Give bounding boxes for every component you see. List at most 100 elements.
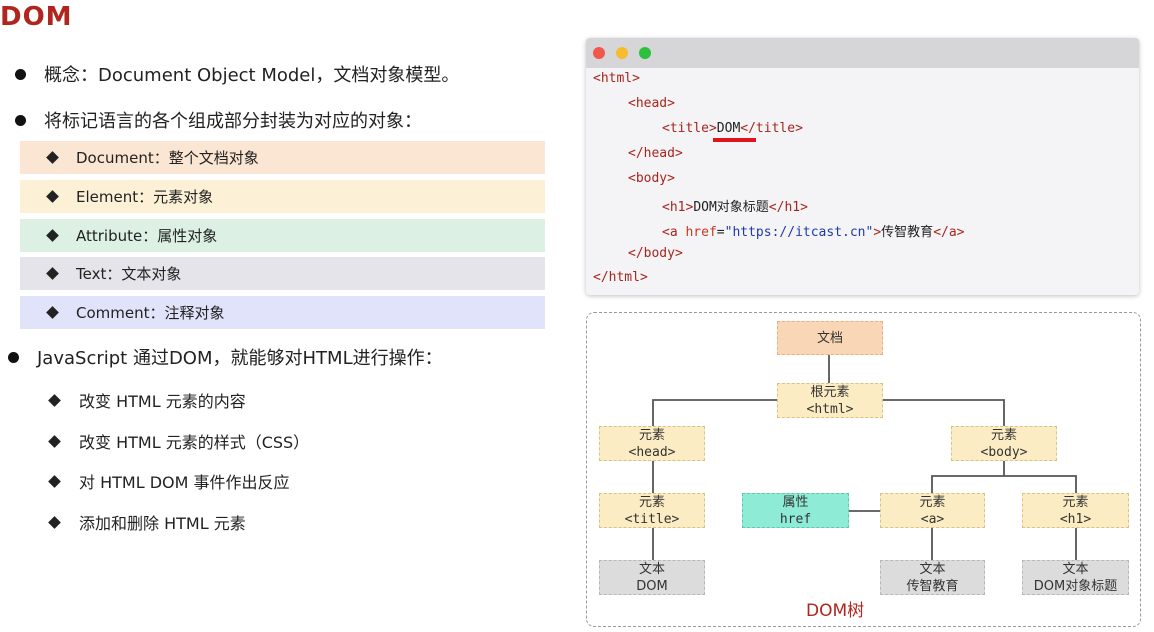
category-label: Comment：注释对象: [76, 304, 225, 322]
node-head: 元素 <head>: [599, 426, 705, 461]
code-line-head-open: <head>: [628, 96, 675, 111]
code-line-title: <title>DOM</title>: [662, 121, 803, 136]
node-text-dom: 文本 DOM: [599, 560, 705, 595]
code-tag: </title>: [740, 121, 803, 136]
node-label: 元素: [919, 494, 946, 510]
connector-body-children: [931, 475, 1077, 493]
code-attr: href: [685, 225, 717, 240]
node-tag: <head>: [628, 444, 676, 460]
operation-label: 改变 HTML 元素的样式（CSS）: [79, 433, 310, 452]
node-document: 文档: [777, 321, 883, 355]
code-a-text: 传智教育: [881, 225, 934, 240]
code-tag: <a: [662, 225, 686, 240]
maximize-dot-icon: [639, 47, 651, 59]
node-text-value: 传智教育: [906, 578, 959, 594]
minimize-dot-icon: [616, 47, 628, 59]
node-label: 元素: [1062, 494, 1089, 510]
bullet-dot-icon: [15, 68, 26, 80]
code-line-html-close: </html>: [593, 270, 648, 285]
category-label: Text：文本对象: [76, 265, 182, 283]
tree-caption: DOM树: [806, 601, 865, 621]
code-line-html-open: <html>: [593, 71, 640, 86]
code-tag: <h1>: [662, 200, 694, 215]
code-tag: <title>: [662, 121, 717, 136]
node-label: 文本: [919, 561, 946, 577]
bullet-dot-icon: [15, 114, 26, 126]
operation-label: 对 HTML DOM 事件作出反应: [79, 473, 290, 492]
node-text-value: DOM: [636, 578, 668, 594]
node-text-h1: 文本 DOM对象标题: [1022, 560, 1129, 595]
category-element: Element：元素对象: [20, 180, 545, 213]
close-dot-icon: [593, 47, 605, 59]
node-attribute-href: 属性 href: [742, 493, 849, 528]
node-label: 元素: [638, 494, 665, 510]
bullet-encapsulate: 将标记语言的各个组成部分封装为对应的对象：: [15, 107, 422, 133]
code-tag: </head>: [628, 146, 683, 161]
node-label: 文本: [638, 561, 665, 577]
code-tag: >: [873, 225, 882, 240]
code-tag: </body>: [628, 246, 683, 261]
category-label: Element：元素对象: [76, 188, 214, 206]
bullet-concept: 概念：Document Object Model，文档对象模型。: [15, 61, 459, 87]
code-tag: <html>: [593, 71, 640, 86]
bullet-javascript-text: JavaScript 通过DOM，就能够对HTML进行操作：: [37, 348, 443, 369]
node-root-html: 根元素 <html>: [777, 383, 883, 418]
node-label: 根元素: [810, 384, 850, 400]
node-body: 元素 <body>: [951, 426, 1057, 461]
node-text-a: 文本 传智教育: [880, 560, 985, 595]
code-title-text: DOM: [716, 121, 741, 136]
code-line-body-close: </body>: [628, 246, 683, 261]
node-tag: <html>: [806, 401, 854, 417]
code-line-head-close: </head>: [628, 146, 683, 161]
node-a: 元素 <a>: [880, 493, 985, 528]
page-title: DOM: [0, 2, 73, 32]
node-text-value: DOM对象标题: [1033, 578, 1118, 594]
code-eq: =: [716, 225, 725, 240]
code-tag: </h1>: [768, 200, 808, 215]
node-h1: 元素 <h1>: [1022, 493, 1129, 528]
category-attribute: Attribute：属性对象: [20, 219, 545, 252]
operation-item: 添加和删除 HTML 元素: [46, 510, 246, 534]
bullet-javascript: JavaScript 通过DOM，就能够对HTML进行操作：: [8, 344, 443, 370]
operation-label: 添加和删除 HTML 元素: [79, 514, 246, 533]
node-label: 文本: [1062, 561, 1089, 577]
category-label: Attribute：属性对象: [76, 227, 218, 245]
node-label: 元素: [990, 427, 1017, 443]
code-tag: <head>: [628, 96, 675, 111]
code-string: "https://itcast.cn": [724, 225, 874, 240]
title-underline-highlight: [713, 138, 756, 142]
node-label: 属性: [782, 494, 809, 510]
category-text: Text：文本对象: [20, 257, 545, 290]
node-tag: <title>: [624, 511, 680, 527]
code-window: <html> <head> <title>DOM</title> </head>…: [586, 38, 1139, 295]
operation-item: 改变 HTML 元素的样式（CSS）: [46, 429, 309, 453]
node-title: 元素 <title>: [599, 493, 705, 528]
node-tag: href: [779, 511, 812, 527]
category-label: Document：整个文档对象: [76, 149, 259, 167]
node-tag: <body>: [980, 444, 1028, 460]
code-line-a: <a href="https://itcast.cn">传智教育</a>: [662, 221, 965, 240]
category-document: Document：整个文档对象: [20, 141, 545, 174]
code-tag: <body>: [628, 171, 675, 186]
bullet-concept-text: 概念：Document Object Model，文档对象模型。: [44, 65, 460, 86]
node-label: 元素: [638, 427, 665, 443]
connector-root-body: [883, 399, 1005, 426]
code-tag: </a>: [933, 225, 965, 240]
bullet-dot-icon: [8, 351, 19, 363]
dom-tree-diagram: [586, 312, 1141, 627]
bullet-encapsulate-text: 将标记语言的各个组成部分封装为对应的对象：: [44, 111, 422, 132]
code-window-titlebar: [586, 38, 1139, 68]
code-h1-text: DOM对象标题: [693, 200, 769, 215]
operation-item: 对 HTML DOM 事件作出反应: [46, 469, 290, 493]
node-tag: <h1>: [1059, 511, 1092, 527]
node-label: 文档: [816, 330, 843, 346]
operation-label: 改变 HTML 元素的内容: [79, 392, 246, 411]
code-line-h1: <h1>DOM对象标题</h1>: [662, 196, 808, 215]
code-tag: </html>: [593, 270, 648, 285]
code-line-body-open: <body>: [628, 171, 675, 186]
category-comment: Comment：注释对象: [20, 296, 545, 329]
connector-root-head: [652, 399, 778, 426]
operation-item: 改变 HTML 元素的内容: [46, 388, 246, 412]
node-tag: <a>: [920, 511, 945, 527]
